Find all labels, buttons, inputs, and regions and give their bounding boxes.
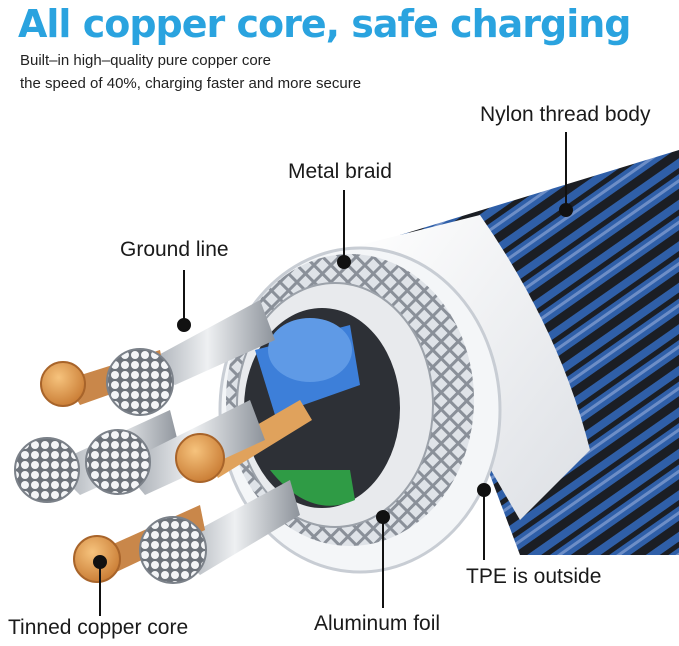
label-tinned-copper-core: Tinned copper core — [8, 616, 189, 639]
subtitle-line-2: the speed of 40%, charging faster and mo… — [20, 75, 362, 92]
headline: All copper core, safe charging — [18, 2, 632, 46]
label-tpe: TPE is outside — [466, 565, 602, 588]
subtitle-line-1: Built–in high–quality pure copper core — [20, 52, 271, 69]
label-nylon-thread-body: Nylon thread body — [480, 103, 651, 126]
strand-bundles — [14, 300, 300, 584]
label-metal-braid: Metal braid — [288, 160, 392, 183]
label-ground-line: Ground line — [120, 238, 229, 261]
label-aluminum-foil: Aluminum foil — [314, 612, 441, 635]
leader-lines — [93, 132, 573, 616]
